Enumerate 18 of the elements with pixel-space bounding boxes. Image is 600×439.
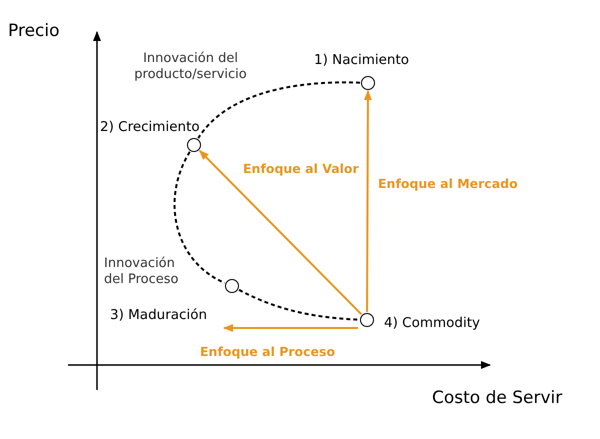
edge-label: Enfoque al Mercado [378, 176, 518, 192]
arrow [364, 90, 372, 312]
axis-title: Costo de Servir [432, 390, 562, 406]
dashed-curve [238, 288, 360, 321]
edge-label: Enfoque al Proceso [200, 344, 336, 360]
annotation: Innovación del producto/servicio [133, 51, 248, 83]
arrow [223, 324, 358, 332]
arrow [198, 150, 362, 316]
edge-label: Enfoque al Valor [243, 161, 359, 177]
circle-marker [225, 279, 239, 293]
stage-label: 3) Maduración [110, 307, 208, 323]
annotation: Innovación del Proceso [104, 256, 180, 288]
stage-label: 2) Crecimiento [100, 119, 200, 135]
stage-label: 1) Nacimiento [314, 52, 410, 68]
dashed-curve [197, 81, 360, 139]
axis-title: Precio [8, 23, 60, 39]
stage-label: 4) Commodity [384, 315, 480, 331]
dashed-curve [174, 151, 226, 284]
